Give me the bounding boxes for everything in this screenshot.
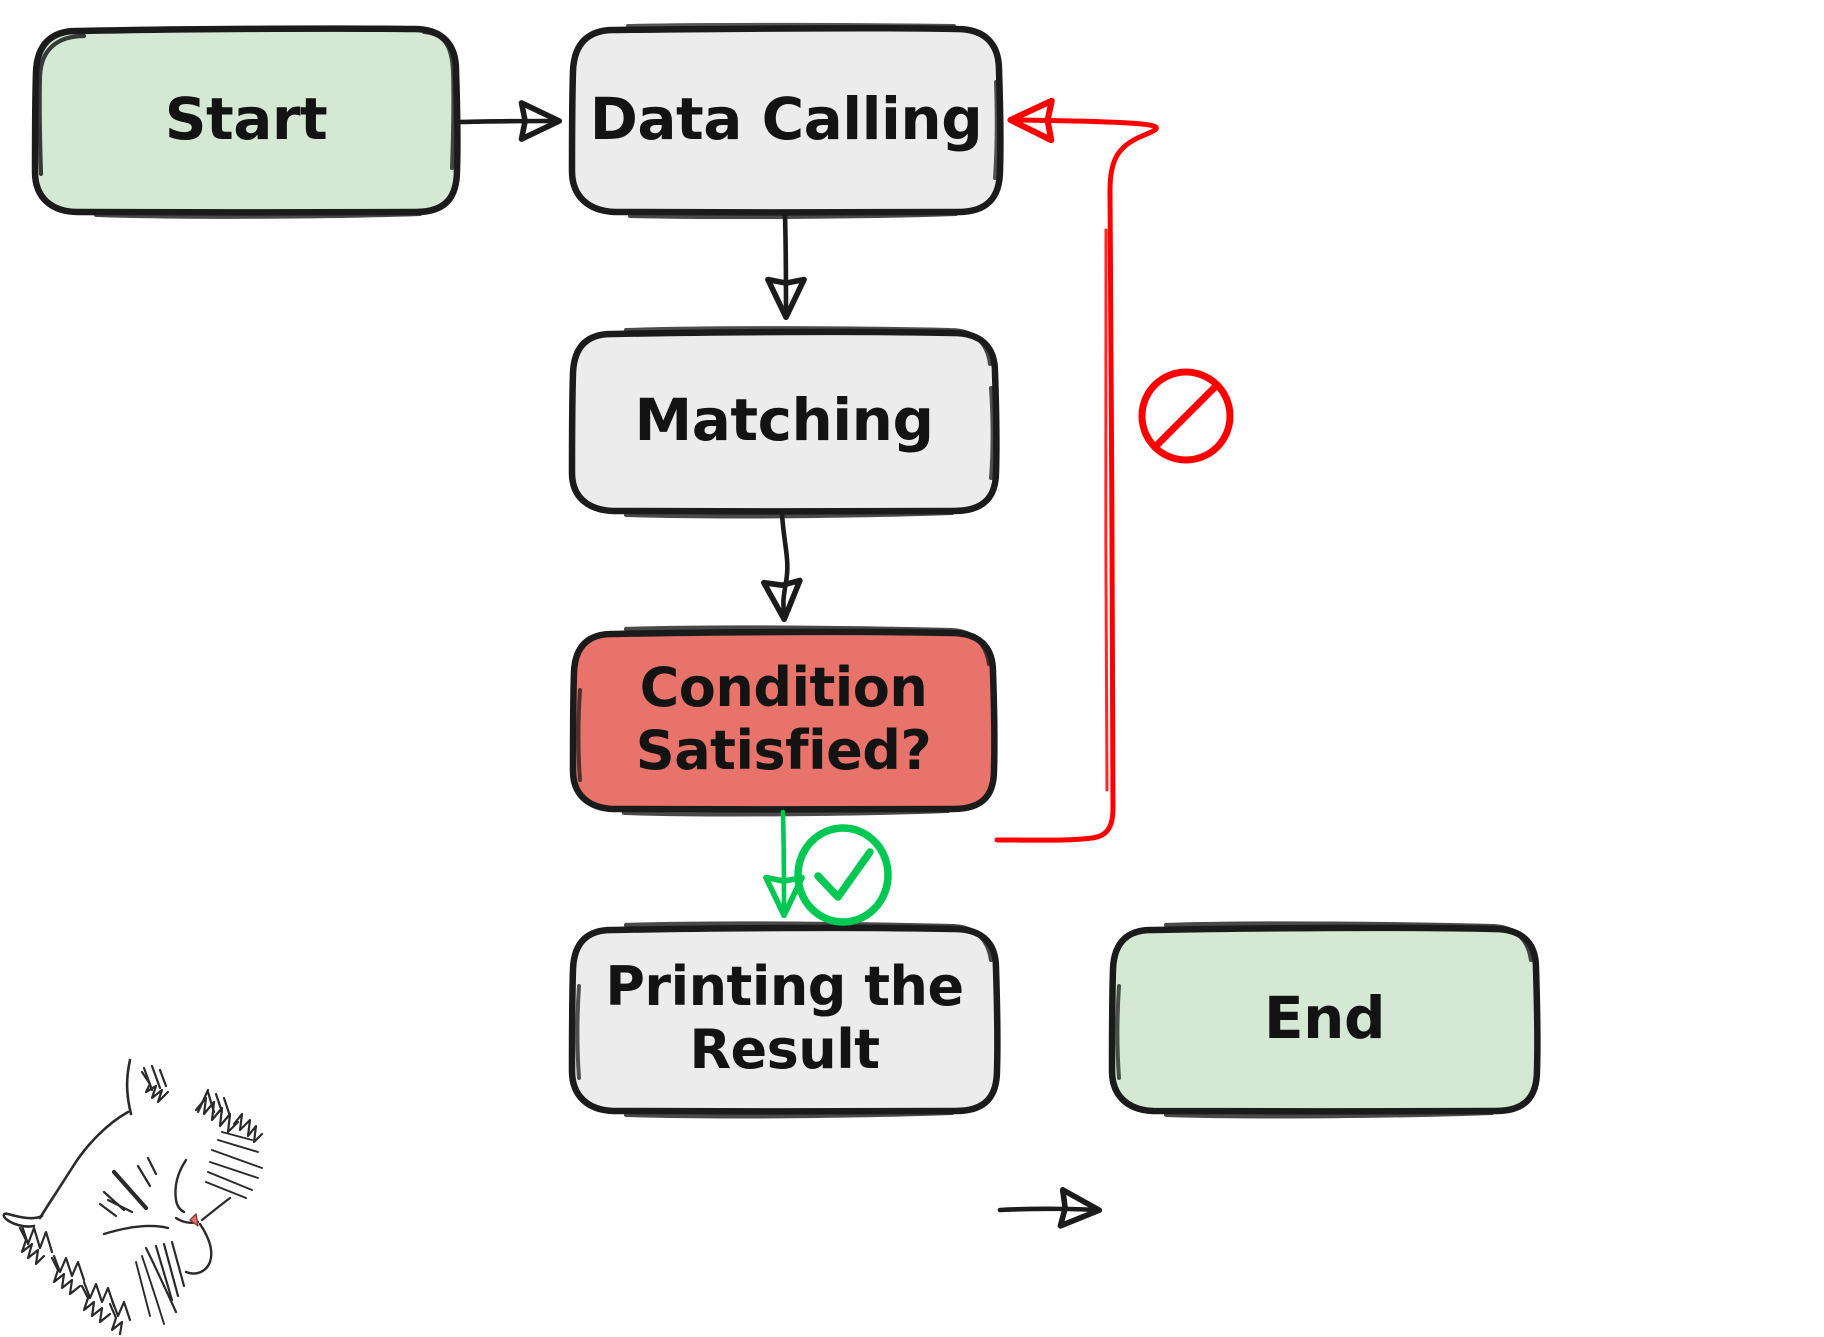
- cat-head-sketch: [2, 1058, 264, 1336]
- prohibition-icon-hit[interactable]: [1140, 370, 1232, 462]
- edge-condition-yes-to-printing: [763, 809, 805, 919]
- node-data-calling-hit[interactable]: [572, 28, 1000, 212]
- node-end[interactable]: [1108, 921, 1541, 1119]
- node-start[interactable]: [31, 25, 461, 219]
- node-data-calling[interactable]: [568, 22, 1004, 220]
- node-printing-the-result-hit[interactable]: [572, 928, 997, 1110]
- cat-head-sketch-hit: [10, 1040, 310, 1330]
- edge-start-to-data-calling: [457, 100, 563, 142]
- node-condition-satisfied[interactable]: [569, 625, 998, 817]
- edge-condition-no-loop: [994, 97, 1159, 843]
- check-circle-icon: [794, 824, 892, 926]
- node-end-hit[interactable]: [1112, 928, 1537, 1110]
- node-condition-satisfied-hit[interactable]: [572, 632, 995, 808]
- edge-printing-to-end: [997, 1187, 1103, 1229]
- edge-matching-to-condition: [761, 511, 803, 623]
- prohibition-icon: [1138, 368, 1234, 464]
- node-start-hit[interactable]: [35, 28, 457, 212]
- node-matching-hit[interactable]: [572, 332, 996, 510]
- node-printing-the-result[interactable]: [568, 921, 1001, 1119]
- check-circle-icon-hit[interactable]: [796, 828, 890, 922]
- edge-data-calling-to-matching: [765, 213, 807, 321]
- node-matching[interactable]: [568, 326, 1000, 519]
